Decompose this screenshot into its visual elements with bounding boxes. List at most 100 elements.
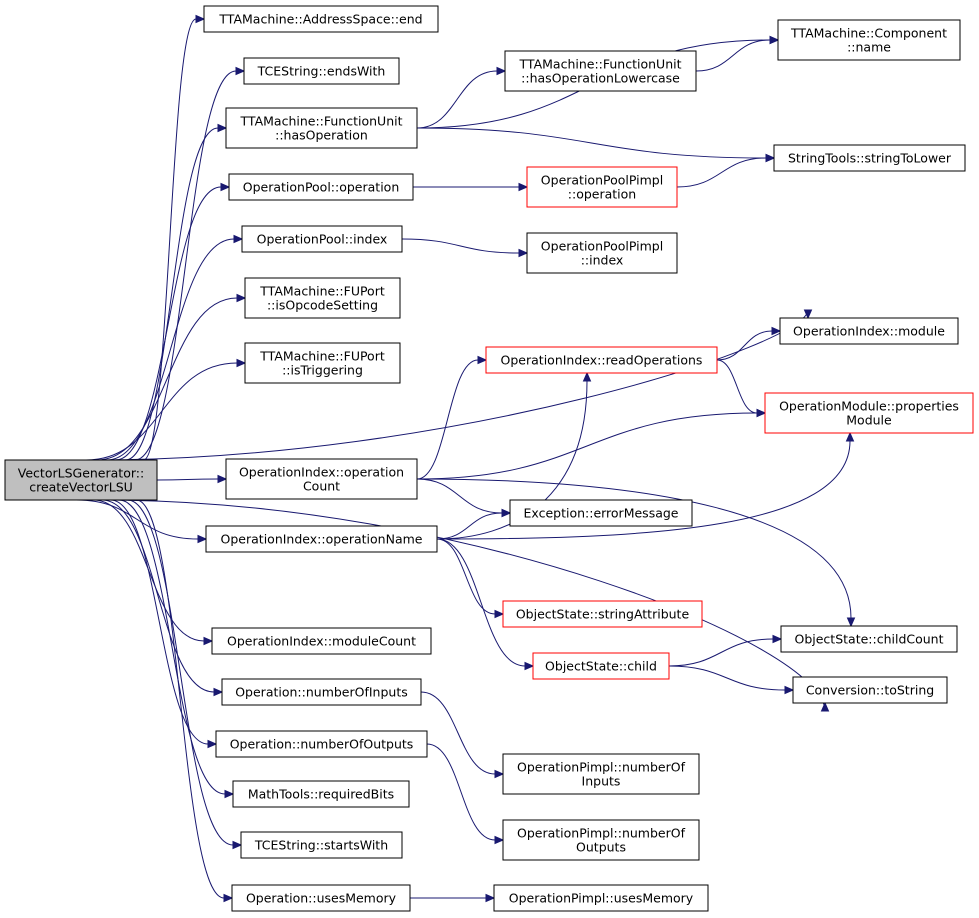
node-exc-errmsg[interactable]: Exception::errorMessage [509, 499, 693, 527]
node-box [221, 678, 422, 706]
edge-line [156, 478, 219, 481]
node-label: OperationIndex::operationName [221, 532, 423, 547]
edge-arrowhead [477, 355, 488, 365]
node-ends-with[interactable]: TCEString::endsWith [243, 57, 400, 85]
edge-line [136, 499, 225, 899]
node-box [228, 173, 414, 201]
node-label: StringTools::stringToLower [788, 151, 952, 166]
node-pimpl-op[interactable]: OperationPoolPimpl::operation [526, 166, 678, 208]
edge-root-to-opidx-opcount [156, 474, 228, 484]
edge-arrowhead [518, 182, 529, 192]
node-label: OperationIndex::moduleCount [227, 634, 416, 649]
node-opimpl-ninputs[interactable]: OperationPimpl::numberOfInputs [502, 753, 700, 795]
node-as-end[interactable]: TTAMachine::AddressSpace::end [203, 5, 439, 33]
edge-arrowhead [494, 835, 505, 845]
edge-line [416, 478, 503, 514]
node-label: Operation::usesMemory [246, 891, 397, 906]
edge-line [76, 499, 199, 540]
node-label: ::operation [568, 187, 636, 202]
edge-arrowhead [496, 66, 507, 76]
edge-pimpl-op-to-str-lower [676, 153, 776, 188]
node-label: TCEString::endsWith [257, 64, 386, 79]
node-comp-name[interactable]: TTAMachine::Component::name [777, 19, 961, 61]
edge-root-to-fu-has-op [125, 123, 228, 461]
node-fu-has-op[interactable]: TTAMachine::FunctionUnit::hasOperation [225, 107, 418, 149]
node-label: MathTools::requiredBits [248, 787, 394, 802]
node-opidx-modcount[interactable]: OperationIndex::moduleCount [211, 627, 432, 655]
edge-line [110, 499, 209, 745]
node-box [502, 600, 703, 628]
node-fuport-trig[interactable]: TTAMachine::FUPort::isTriggering [244, 342, 401, 384]
node-str-lower[interactable]: StringTools::stringToLower [773, 144, 966, 172]
node-box [504, 50, 697, 92]
edge-arrowhead [207, 739, 218, 749]
node-label: OperationModule::properties [779, 399, 959, 414]
node-label: ObjectState::stringAttribute [516, 607, 690, 622]
node-label: ::isOpcodeSetting [267, 298, 378, 313]
edge-line [96, 297, 238, 461]
edge-opidx-opcount-to-opmod-props [416, 408, 767, 480]
node-opidx-module[interactable]: OperationIndex::module [779, 317, 959, 345]
node-label: OperationPimpl::numberOf [517, 760, 686, 775]
node-root[interactable]: VectorLSGenerator::createVectorLSU [4, 459, 158, 501]
edge-root-to-ends-with [134, 66, 246, 461]
node-op-pool-op[interactable]: OperationPool::operation [228, 173, 414, 201]
edge-arrowhead [233, 234, 244, 244]
node-op-noutputs[interactable]: Operation::numberOfOutputs [215, 730, 428, 758]
edge-line [416, 359, 479, 480]
node-label: OperationPoolPimpl [541, 239, 663, 254]
edge-line [416, 412, 758, 480]
node-op-pool-idx[interactable]: OperationPool::index [241, 225, 403, 253]
node-box [243, 57, 400, 85]
node-opimpl-noutputs[interactable]: OperationPimpl::numberOfOutputs [502, 819, 700, 861]
edge-arrowhead [224, 789, 235, 799]
node-opidx-readops[interactable]: OperationIndex::readOperations [485, 346, 718, 374]
node-os-strattr[interactable]: ObjectState::stringAttribute [502, 600, 703, 628]
edge-line [436, 512, 503, 540]
node-fuport-opcode[interactable]: TTAMachine::FUPort::isOpcodeSetting [244, 277, 401, 319]
node-op-ninputs[interactable]: Operation::numberOfInputs [221, 678, 422, 706]
node-pimpl-idx[interactable]: OperationPoolPimpl::index [526, 232, 678, 274]
node-box [211, 627, 432, 655]
edge-op-pool-op-to-pimpl-op [412, 182, 529, 192]
edge-line [716, 359, 758, 414]
node-math-reqbits[interactable]: MathTools::requiredBits [232, 780, 410, 808]
node-box [792, 676, 948, 704]
node-starts-with[interactable]: TCEString::startsWith [240, 831, 403, 859]
edge-root-to-opidx-opname [76, 499, 208, 544]
edge-line [101, 499, 215, 693]
node-os-childcount[interactable]: ObjectState::childCount [780, 625, 958, 653]
edge-root-to-opidx-module [93, 309, 813, 461]
node-label: OperationPool::index [257, 232, 388, 247]
edge-line [118, 499, 226, 795]
node-box [203, 5, 439, 33]
edge-arrowhead [784, 685, 795, 695]
node-label: Exception::errorMessage [524, 506, 679, 521]
edge-line [436, 440, 851, 540]
edge-line [86, 362, 238, 461]
node-opimpl-usesmem[interactable]: OperationPimpl::usesMemory [493, 884, 709, 912]
node-box [773, 144, 966, 172]
node-label: TTAMachine::Component [790, 26, 947, 41]
edge-op-ninputs-to-opimpl-ninputs [420, 691, 505, 779]
node-label: Operation::numberOfInputs [235, 685, 408, 700]
edge-opidx-opname-to-opmod-props [436, 431, 855, 540]
node-conv-tostring[interactable]: Conversion::toString [792, 676, 948, 704]
edge-os-child-to-os-childcount [668, 634, 783, 667]
edge-line [143, 18, 197, 461]
node-label: Operation::numberOfOutputs [230, 737, 414, 752]
node-os-child[interactable]: ObjectState::child [532, 652, 670, 680]
edge-fu-has-op-to-fu-has-op-lc [416, 66, 507, 129]
edge-line [676, 157, 767, 188]
node-label: Outputs [576, 840, 626, 855]
node-opidx-opname[interactable]: OperationIndex::operationName [205, 525, 438, 553]
edge-arrowhead [236, 293, 247, 303]
node-label: ::name [847, 40, 891, 55]
edge-opidx-readops-to-opidx-module [716, 326, 782, 361]
node-fu-has-op-lc[interactable]: TTAMachine::FunctionUnit::hasOperationLo… [504, 50, 697, 92]
node-op-usesmem[interactable]: Operation::usesMemory [231, 884, 411, 912]
edge-arrowhead [582, 371, 592, 382]
